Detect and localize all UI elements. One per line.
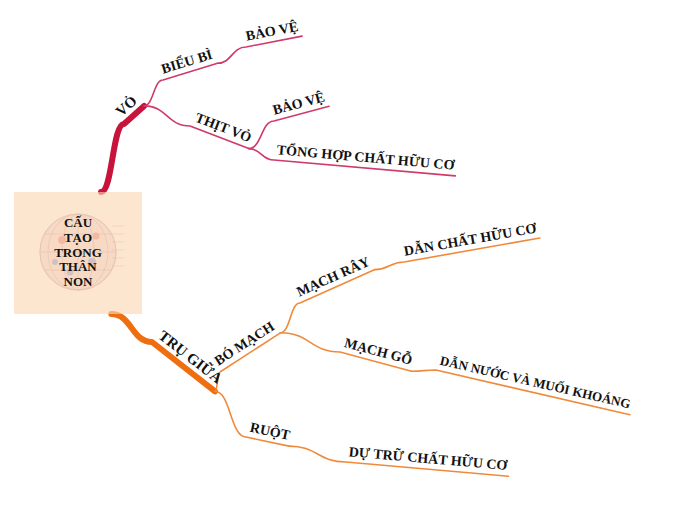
branch-text: BIỂU BÌ xyxy=(160,47,215,77)
branch-label: DẪN NƯỚC VÀ MUỐI KHOÁNG xyxy=(436,353,634,415)
branch-text: DẪN CHẤT HỮU CƠ xyxy=(403,221,538,259)
branch-label: RUỘT xyxy=(246,419,293,446)
branch-label: BIỂU BÌ xyxy=(158,46,217,80)
branch-text: TỔNG HỢP CHẤT HỮU CƠ xyxy=(276,142,455,173)
branch-label: MẠCH GỖ xyxy=(340,335,416,372)
branch-label: THỊT VỎ xyxy=(190,109,255,149)
branch-label: BẢO VỆ xyxy=(242,18,302,47)
branch-text: MẠCH RÂY xyxy=(294,254,372,300)
branch-text: BẢO VỆ xyxy=(244,19,299,44)
branch-label: MẠCH RÂY xyxy=(293,253,376,303)
branch-text: RUỘT xyxy=(249,420,292,443)
branch-label: VỎ xyxy=(111,91,144,123)
branch-text: VỎ xyxy=(112,93,140,120)
branch-text: BÓ MẠCH xyxy=(212,319,277,369)
branch-line xyxy=(111,314,215,391)
branch-text: THỊT VỎ xyxy=(193,110,254,146)
branch-label: BẢO VỆ xyxy=(269,89,329,122)
branch-label: DỰ TRỮ CHẤT HỮU CƠ xyxy=(346,444,510,477)
branch-label: TỔNG HỢP CHẤT HỮU CƠ xyxy=(274,142,457,176)
branch-text: MẠCH GỖ xyxy=(343,335,414,368)
branch-label: BÓ MẠCH xyxy=(210,318,280,373)
center-title: CẤU TẠO TRONG THÂN NON xyxy=(54,216,102,291)
center-box: CẤU TẠO TRONG THÂN NON xyxy=(14,192,142,314)
branch-label: DẪN CHẤT HỮU CƠ xyxy=(401,220,540,262)
branch-text: DỰ TRỮ CHẤT HỮU CƠ xyxy=(348,444,508,473)
branch-text: DẪN NƯỚC VÀ MUỐI KHOÁNG xyxy=(439,354,632,412)
branch-text: BẢO VỆ xyxy=(271,89,326,118)
